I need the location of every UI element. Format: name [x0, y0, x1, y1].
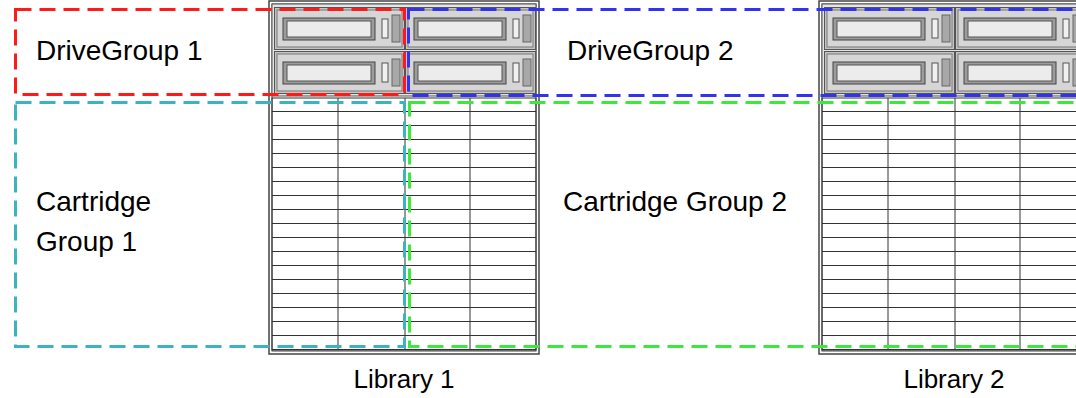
library-box: Library 2	[818, 0, 1076, 355]
cartridge-group-box: Cartridge Group 1	[14, 101, 406, 348]
group-label: DriveGroup 2	[567, 31, 807, 71]
drive-group-box: DriveGroup 1	[14, 8, 406, 96]
library-label: Library 1	[228, 364, 580, 394]
library-label: Library 2	[778, 364, 1076, 394]
group-label: DriveGroup 1	[36, 31, 276, 71]
dashed-outline	[408, 101, 1076, 348]
dashed-outline	[407, 8, 1076, 97]
group-label: Cartridge Group 2	[558, 182, 792, 222]
drive-group-box: DriveGroup 2	[407, 8, 1076, 97]
cartridge-group-box: Cartridge Group 2	[408, 101, 1076, 348]
group-label: Cartridge Group 1	[36, 182, 236, 262]
dashed-outline	[14, 101, 406, 348]
